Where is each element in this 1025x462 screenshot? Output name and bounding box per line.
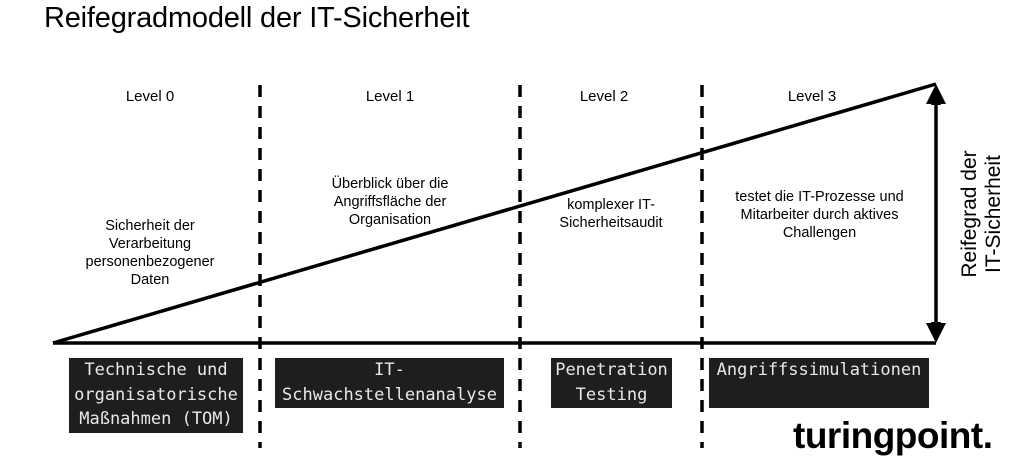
maturity-slope-line: [52, 82, 937, 345]
level-label-0: Level 0: [125, 88, 175, 105]
page-title: Reifegradmodell der IT-Sicherheit: [44, 2, 470, 34]
arrow-up-icon: [926, 84, 946, 104]
turingpoint-logo: turingpoint.: [793, 415, 993, 456]
level-description-2: komplexer IT-Sicherheitsaudit: [559, 197, 663, 231]
level-label-1: Level 1: [365, 88, 415, 105]
measure-box-penetration-testing: Penetration Testing: [551, 358, 672, 408]
arrow-down-icon: [926, 323, 946, 343]
level-description-0: Sicherheit der Verarbeitung personenbezo…: [85, 218, 215, 288]
measure-box-tom: Technische und organisatorische Maßnahme…: [69, 358, 243, 433]
measure-box-vulnerability-analysis: IT- Schwachstellenanalyse: [275, 358, 504, 408]
measure-box-attack-simulation: Angriffssimulationen: [709, 358, 929, 408]
level-label-3: Level 3: [787, 88, 837, 105]
level-description-1: Überblick über die Angriffsfläche der Or…: [331, 176, 449, 228]
level-label-2: Level 2: [579, 88, 629, 105]
level-description-3: testet die IT-Prozesse und Mitarbeiter d…: [735, 189, 904, 241]
maturity-axis-label: Reifegrad der IT-Sicherheit: [958, 150, 1005, 278]
